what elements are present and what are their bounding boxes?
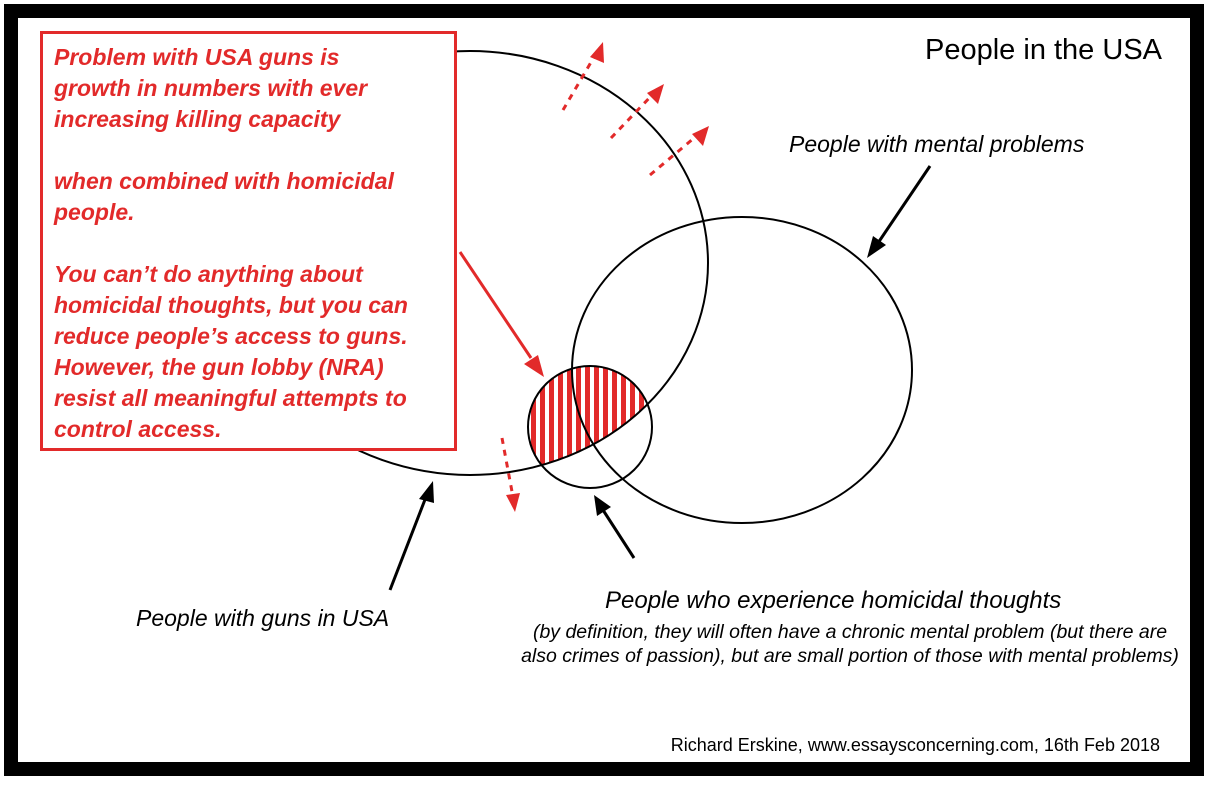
mental-problems-circle	[571, 216, 913, 524]
callout-line: when combined with homicidal	[54, 168, 394, 194]
callout-line: However, the gun lobby (NRA)	[54, 354, 384, 380]
homicidal-label-pointer	[601, 509, 636, 559]
author-credit: Richard Erskine, www.essaysconcerning.co…	[670, 735, 1160, 755]
mental-pointer-arrowhead	[867, 236, 886, 258]
callout-pointer-line	[458, 251, 533, 359]
callout-line: You can’t do anything about	[54, 261, 363, 287]
mental-problems-label: People with mental problems	[789, 131, 1085, 157]
mental-label-pointer	[876, 165, 932, 244]
growth-arrowhead-3	[692, 126, 709, 146]
growth-arrowhead-1	[590, 42, 604, 63]
callout-line: homicidal thoughts, but you can	[54, 292, 408, 318]
guns-pointer-arrowhead	[419, 481, 434, 503]
callout-line: reduce people’s access to guns.	[54, 323, 408, 349]
growth-arrowhead-2	[647, 84, 664, 104]
callout-line: control access.	[54, 416, 222, 442]
callout-line: resist all meaningful attempts to	[54, 385, 407, 411]
homicidal-thoughts-circle	[527, 365, 653, 489]
callout-line: growth in numbers with ever	[54, 75, 368, 101]
guns-homicidal-overlap-hatch	[528, 366, 652, 475]
callout-line: people.	[54, 199, 135, 225]
callout-line: Problem with USA guns is	[54, 44, 340, 70]
callout-line: increasing killing capacity	[54, 106, 341, 132]
growth-arrow-2	[609, 90, 657, 140]
diagram-title: People in the USA	[925, 34, 1162, 66]
growth-arrowhead-4	[506, 493, 520, 512]
callout-pointer-arrowhead	[524, 355, 544, 377]
homicidal-thoughts-note: (by definition, they will often have a c…	[521, 621, 1179, 667]
guns-label-pointer	[388, 496, 428, 591]
homicidal-thoughts-label: People who experience homicidal thoughts	[605, 587, 1062, 614]
growth-arrow-4	[500, 437, 515, 498]
homicidal-pointer-arrowhead	[594, 495, 611, 516]
argument-callout-box: Problem with USA guns is growth in numbe…	[40, 31, 457, 451]
gun-owners-label: People with guns in USA	[136, 605, 390, 631]
